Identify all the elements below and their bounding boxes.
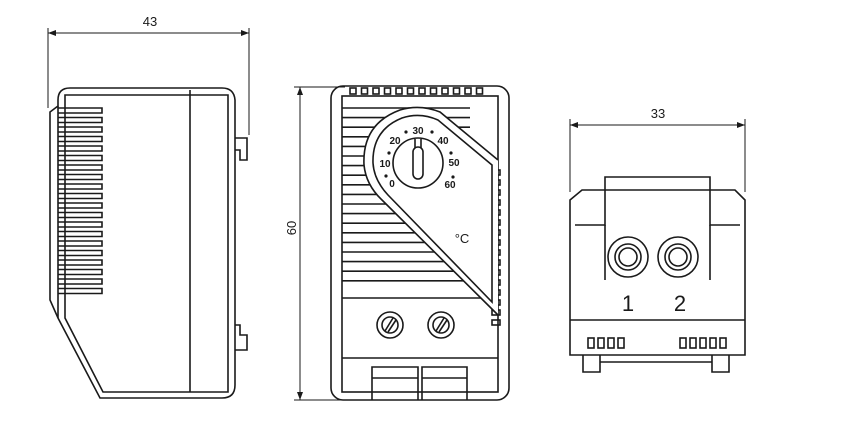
vent-slat (58, 268, 103, 276)
vent-slat (58, 230, 103, 238)
side-view: 43 (47, 14, 250, 399)
vent-slat (689, 337, 697, 349)
vent-slat (597, 337, 605, 349)
vent-slat (464, 87, 472, 95)
vent-slat (719, 337, 727, 349)
vent-slat (58, 211, 103, 219)
vent-slat (58, 240, 103, 247)
scale-label-40: 40 (437, 136, 449, 147)
front-view: 60 0 10 20 30 40 50 60 °C (284, 85, 510, 401)
vent-slat (58, 164, 103, 171)
terminal-label-2: 2 (674, 291, 686, 316)
arrow-icon (241, 30, 249, 36)
vent-slat (452, 87, 461, 95)
vent-slat (58, 221, 103, 228)
vent-slat (58, 173, 103, 181)
vent-slat (679, 337, 687, 349)
vent-slat (360, 87, 369, 95)
scale-label-50: 50 (448, 158, 460, 169)
vent-slat (58, 287, 103, 295)
arrow-icon (48, 30, 56, 36)
vent-slat (372, 87, 380, 95)
terminal-screw[interactable] (427, 311, 455, 339)
temperature-dial[interactable] (392, 137, 444, 189)
scale-label-60: 60 (444, 180, 456, 191)
depth-dimension-label: 33 (651, 106, 665, 121)
scale-label-30: 30 (412, 126, 424, 137)
vent-slat (383, 87, 392, 95)
vent-slat (58, 154, 103, 162)
vent-slat (58, 107, 103, 114)
vent-slat (491, 319, 501, 326)
vent-slat (58, 278, 103, 285)
vent-slat (58, 135, 103, 143)
dial-knob-slot[interactable] (412, 146, 424, 180)
terminal-label-1: 1 (622, 291, 634, 316)
vent-slat (475, 87, 484, 95)
vent-slat (699, 337, 707, 349)
vent-slat (709, 337, 717, 349)
vent-slat (58, 192, 103, 200)
terminal-screw[interactable] (376, 311, 404, 339)
scale-label-10: 10 (379, 159, 391, 170)
width-dimension-label: 43 (143, 14, 157, 29)
vent-slat (406, 87, 415, 95)
end-view: 33 1 2 (569, 106, 746, 373)
vent-slat (58, 202, 103, 209)
height-dimension-label: 60 (284, 221, 299, 235)
unit-label: °C (455, 231, 470, 246)
vent-slat (58, 183, 103, 190)
vent-slat (58, 126, 103, 133)
vent-slat (58, 145, 103, 152)
vent-slat (607, 337, 615, 349)
vent-slat (617, 337, 625, 349)
vent-slat (587, 337, 595, 349)
vent-slat (58, 249, 103, 257)
vent-slat (418, 87, 426, 95)
vent-slat (349, 87, 357, 95)
vent-slat (441, 87, 449, 95)
dial-scale: 0 10 20 30 40 50 60 (379, 126, 460, 191)
vent-slat (395, 87, 403, 95)
vent-slat (429, 87, 438, 95)
scale-label-20: 20 (389, 136, 401, 147)
vent-slat (58, 259, 103, 266)
scale-label-0: 0 (389, 179, 395, 190)
vent-slat (58, 116, 103, 124)
